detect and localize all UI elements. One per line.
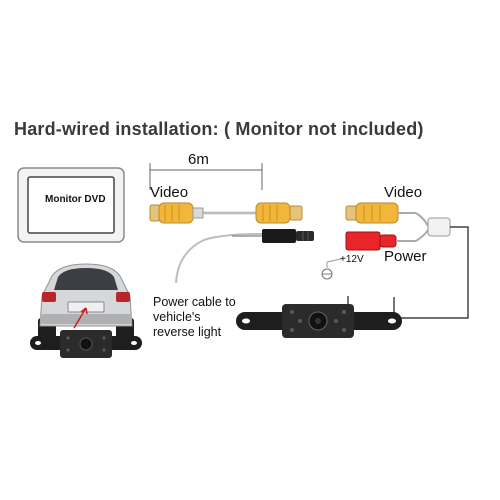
- ground-icon: [321, 257, 346, 280]
- camera-harness: [345, 202, 469, 324]
- car-icon: [38, 263, 134, 340]
- power-cable-label-line3: reverse light: [153, 325, 222, 339]
- power-cable-label-line2: vehicle's: [153, 310, 201, 324]
- power-cable: [175, 229, 314, 284]
- power-cable-label-line1: Power cable to: [153, 295, 236, 309]
- page-title: Hard-wired installation: ( Monitor not i…: [14, 119, 424, 139]
- monitor-icon: [17, 167, 125, 243]
- camera-icon: [30, 330, 142, 358]
- video-label-right: Video: [384, 184, 423, 201]
- voltage-label: +12V: [340, 254, 364, 265]
- video-label-left: Video: [150, 184, 189, 201]
- dimension-line: [149, 163, 263, 190]
- monitor-label: Monitor DVD: [45, 194, 106, 205]
- power-label: Power: [384, 248, 427, 265]
- camera-icon-large: [236, 304, 402, 338]
- cable-length-label: 6m: [188, 151, 209, 168]
- video-cable: [149, 202, 303, 224]
